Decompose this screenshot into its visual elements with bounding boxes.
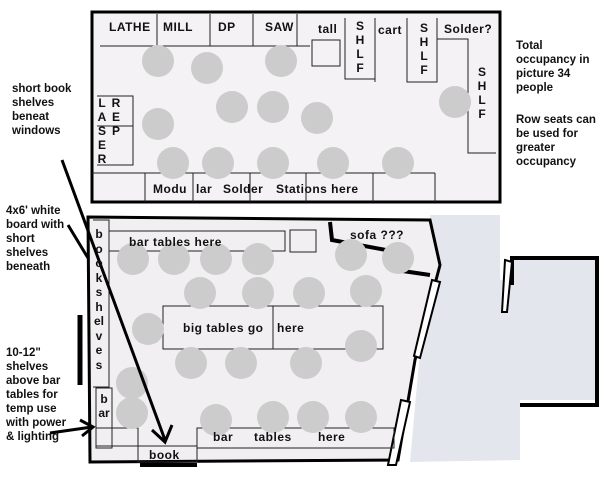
arrow-shelves <box>49 425 93 435</box>
label-modular-4: Stations here <box>276 182 359 196</box>
seat <box>301 102 333 134</box>
arrowhead <box>79 418 96 438</box>
label-bar-bottom-2: tables <box>254 430 292 444</box>
seat <box>158 243 190 275</box>
label-book: book <box>149 448 180 462</box>
seat <box>157 147 189 179</box>
label-modular-1: Modu <box>153 182 187 196</box>
note-shelves-above: 10-12" shelves above bar tables for temp… <box>6 347 67 443</box>
seat <box>257 147 289 179</box>
seat <box>132 313 164 345</box>
seat <box>191 52 223 84</box>
label-bar-left: bar <box>98 392 110 420</box>
seat <box>200 404 232 436</box>
label-bar-tables-top: bar tables here <box>129 235 222 249</box>
arrowhead <box>150 424 174 445</box>
seat <box>317 147 349 179</box>
seat <box>293 277 325 309</box>
seat <box>335 239 367 271</box>
seats <box>116 45 471 436</box>
label-dp: DP <box>218 20 236 34</box>
label-cart: cart <box>378 23 403 37</box>
note-occupancy: Total occupancy in picture 34 people <box>516 40 590 94</box>
label-bookshelves: bookshelves <box>93 227 104 372</box>
seat <box>116 397 148 429</box>
seat <box>142 108 174 140</box>
label-tall: tall <box>318 22 338 36</box>
label-shelf-1: SHLF <box>355 19 365 75</box>
arrow-short-book <box>60 159 167 441</box>
seat <box>265 45 297 77</box>
seat <box>382 242 414 274</box>
seat <box>439 86 471 118</box>
note-whiteboard: 4x6' white board with short shelves bene… <box>6 205 65 273</box>
seat <box>382 147 414 179</box>
bottom-room <box>86 215 442 464</box>
seat <box>142 45 174 77</box>
label-saw: SAW <box>265 20 294 34</box>
label-bar-bottom-3: here <box>318 430 346 444</box>
seat <box>175 347 207 379</box>
label-modular-3: Solder <box>223 182 264 196</box>
seat <box>297 401 329 433</box>
seat <box>242 277 274 309</box>
door <box>412 278 442 360</box>
label-shelf-3: SHLF <box>477 65 487 121</box>
label-laser: LASER <box>97 96 107 166</box>
annotation-arrows <box>49 159 174 445</box>
label-shelf-2: SHLF <box>419 21 429 77</box>
seat <box>257 91 289 123</box>
seat <box>242 243 274 275</box>
seat <box>345 330 377 362</box>
seat <box>225 347 257 379</box>
door <box>500 258 514 313</box>
label-big-tables-1: big tables go <box>183 321 264 335</box>
seat <box>200 243 232 275</box>
seat <box>257 401 289 433</box>
label-solder: Solder? <box>444 22 493 36</box>
seat <box>117 243 149 275</box>
hallway <box>410 12 596 462</box>
door <box>386 398 412 466</box>
seat <box>350 275 382 307</box>
label-mill: MILL <box>163 20 193 34</box>
seat <box>290 347 322 379</box>
label-big-tables-2: here <box>277 321 305 335</box>
seat <box>184 277 216 309</box>
seat <box>216 91 248 123</box>
label-modular-2: lar <box>196 182 213 196</box>
arrow-whiteboard <box>66 224 90 259</box>
label-sofa: sofa ??? <box>350 228 404 242</box>
note-row-seats: Row seats can be used for greater occupa… <box>516 114 596 168</box>
label-lathe: LATHE <box>109 20 151 34</box>
seat <box>345 401 377 433</box>
seat <box>202 147 234 179</box>
label-bar-bottom-1: bar <box>213 430 234 444</box>
bottom-furniture <box>93 219 395 463</box>
note-short-book: short book shelves beneat windows <box>12 83 72 137</box>
label-rep: REP <box>111 96 121 138</box>
